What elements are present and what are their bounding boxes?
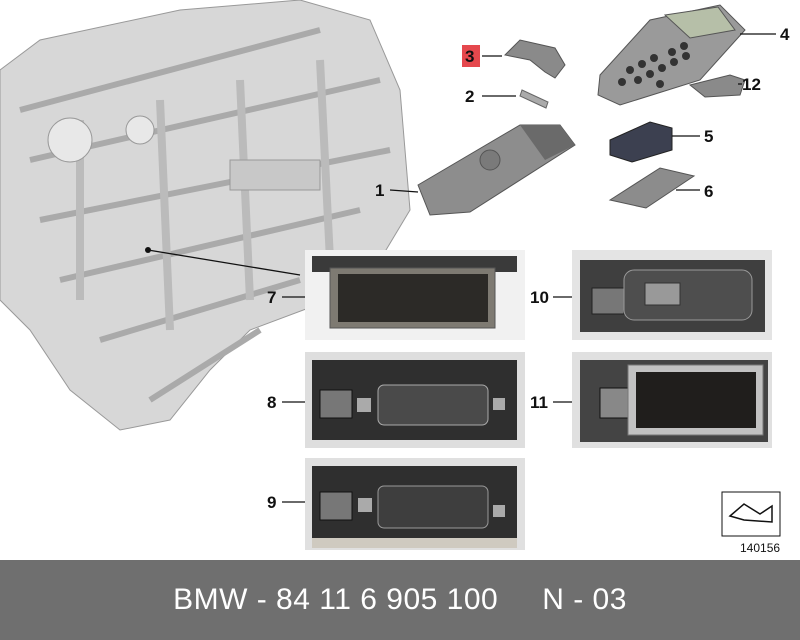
part-number-text: BMW - 84 11 6 905 100 (173, 583, 499, 616)
callout-3: 3 (465, 47, 474, 66)
part-remote-4 (597, 4, 746, 106)
reference-symbol (721, 491, 781, 537)
footer-bar: BMW - 84 11 6 905 100 N - 03 (0, 560, 800, 640)
callout-6: 6 (704, 182, 713, 201)
catalog-code-text: N - 03 (542, 583, 627, 616)
part-battery-cover-6 (608, 167, 696, 209)
callout-5: 5 (704, 127, 713, 146)
photo-8 (305, 352, 525, 448)
callout-1: 1 (375, 181, 384, 200)
photo-9 (305, 458, 525, 550)
callout-10: 10 (530, 288, 549, 307)
part-battery-5 (609, 121, 673, 163)
dashboard-frame (0, 0, 411, 431)
callout-8: 8 (267, 393, 276, 412)
reference-number: 140156 (740, 541, 780, 555)
callout-7: 7 (267, 288, 276, 307)
part-clip-12 (688, 74, 746, 98)
part-pin-2 (519, 89, 549, 109)
photo-10 (572, 250, 772, 340)
callout-3-highlight (462, 45, 480, 67)
photo-7 (305, 250, 525, 340)
callout-2: 2 (465, 87, 474, 106)
part-cover-3 (503, 39, 566, 79)
callout-12: 12 (742, 75, 761, 94)
photo-11 (572, 352, 772, 448)
leader-line-7 (147, 249, 301, 276)
callout-4: 4 (780, 25, 790, 44)
part-handset-1 (417, 124, 576, 216)
callout-11: 11 (530, 393, 548, 412)
callout-9: 9 (267, 493, 276, 512)
parts-diagram: 3 2 1 4 12 5 6 (0, 0, 790, 555)
